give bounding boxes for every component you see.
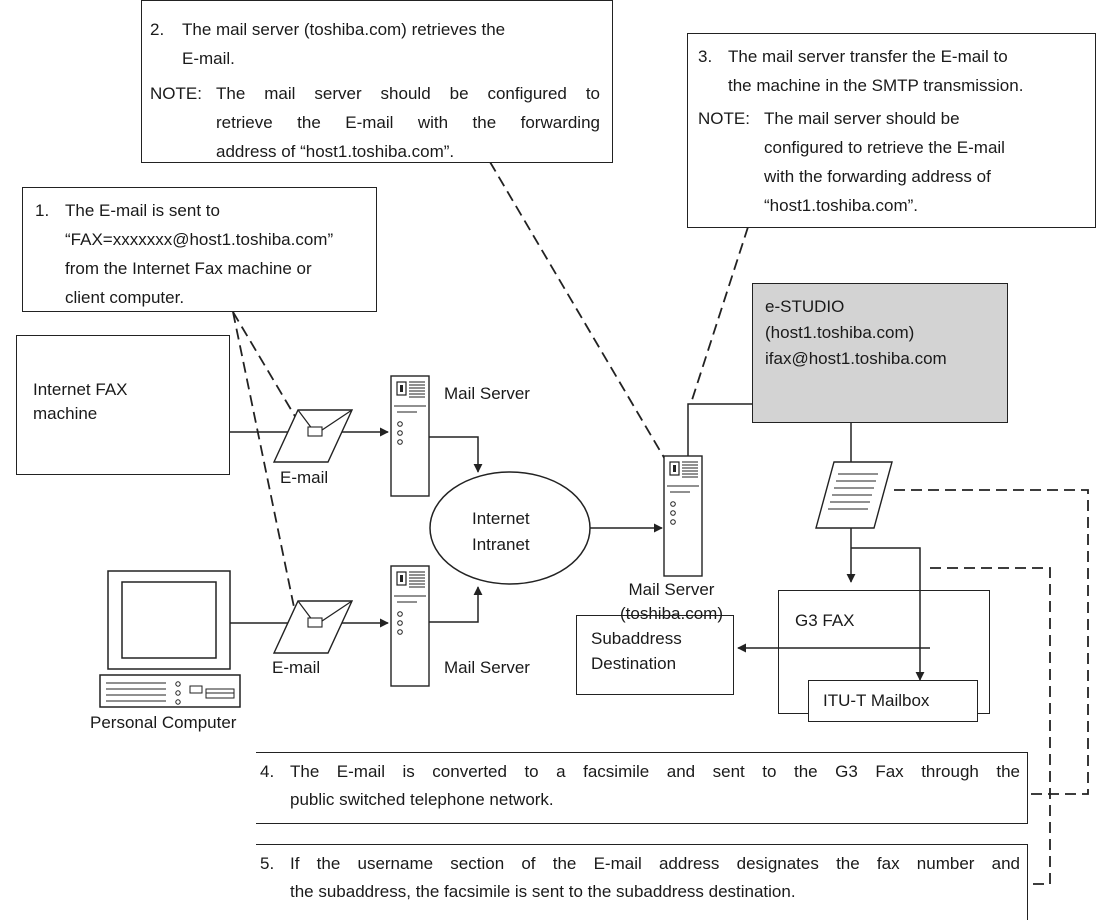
mail-server-label: Mail Server: [444, 384, 530, 403]
callout-step5: 5. If the username section of the E-mail…: [256, 844, 1028, 920]
personal-computer-icon: [99, 570, 241, 708]
internet-intranet-label: Internet Intranet: [472, 509, 530, 554]
mail-server-icon: [390, 565, 430, 687]
mail-server-label: Mail Server: [444, 658, 530, 677]
step5-text: If the username section of the E-mail ad…: [290, 854, 1020, 901]
facsimile-document-icon: [815, 461, 893, 529]
connector-mailserver-to-internet: [429, 436, 483, 473]
step4-text: The E-mail is converted to a facsimile a…: [290, 762, 1020, 809]
leader-step5: [930, 567, 1051, 885]
itu-t-mailbox: ITU-T Mailbox: [808, 680, 978, 722]
mail-server-icon: [390, 375, 430, 497]
internet-fax-machine: Internet FAX machine: [16, 335, 230, 475]
toshiba-mail-server-label: Mail Server (toshiba.com): [620, 580, 723, 623]
email-icon: [273, 409, 353, 463]
step3-text: The mail server transfer the E-mail to t…: [728, 47, 1024, 95]
estudio-machine: e-STUDIO (host1.toshiba.com) ifax@host1.…: [752, 283, 1008, 423]
callout-step3: 3. The mail server transfer the E-mail t…: [687, 33, 1096, 228]
leader-step1-top: [232, 311, 297, 419]
email-label: E-mail: [272, 658, 321, 677]
leader-step4: [894, 489, 1089, 795]
step3-note: The mail server should be configured to …: [764, 109, 1005, 215]
callout-step2: 2. The mail server (toshiba.com) retriev…: [141, 0, 613, 163]
step2-note: The mail server should be configured to …: [216, 84, 600, 161]
email-label: E-mail: [280, 468, 329, 487]
step2-text: The mail server (toshiba.com) retrieves …: [182, 20, 506, 68]
leader-step1-bottom: [232, 311, 296, 613]
callout-step4: 4. The E-mail is converted to a facsimil…: [256, 752, 1028, 824]
leader-step2: [489, 161, 670, 467]
personal-computer-label: Personal Computer: [90, 713, 237, 732]
toshiba-mail-server-icon: [663, 455, 703, 577]
step1-text: The E-mail is sent to “FAX=xxxxxxx@host1…: [65, 201, 334, 307]
internet-cloud: [429, 471, 591, 585]
callout-step1: 1. The E-mail is sent to “FAX=xxxxxxx@ho…: [22, 187, 377, 312]
leader-step3: [691, 226, 749, 401]
connector-mailserver-up-to-internet: [429, 586, 483, 623]
email-icon: [273, 600, 353, 654]
subaddress-destination: Subaddress Destination: [576, 615, 734, 695]
connector-fax-to-mailbox: [851, 547, 925, 681]
